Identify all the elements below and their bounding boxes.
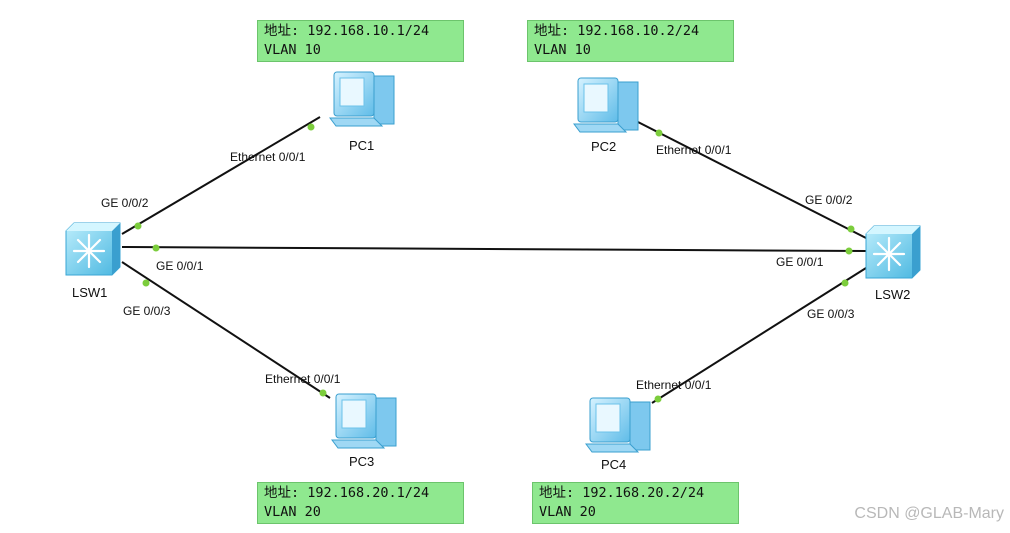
port-label-pc3-eth: Ethernet 0/0/1 [265,372,341,386]
note-vlan: VLAN 20 [264,504,321,520]
port-label-pc1-eth: Ethernet 0/0/1 [230,150,306,164]
pc4-address-note: 地址: 192.168.20.2/24 VLAN 20 [532,482,739,524]
switch-icon[interactable] [65,222,121,276]
link-pc4-lsw2 [651,267,867,404]
port-label-lsw2-ge002: GE 0/0/2 [805,193,853,207]
port-dot [654,395,662,403]
device-label-pc2: PC2 [591,139,616,154]
note-address: 地址: 192.168.20.2/24 [539,485,705,501]
note-address: 地址: 192.168.10.1/24 [264,23,430,39]
device-label-lsw2: LSW2 [875,287,910,302]
port-dot [847,225,855,233]
device-label-lsw1: LSW1 [72,285,107,300]
port-dot [841,279,849,287]
device-label-pc4: PC4 [601,457,626,472]
switch-icon[interactable] [865,225,921,279]
port-label-lsw2-ge003: GE 0/0/3 [807,307,855,321]
port-dots [134,123,855,403]
note-vlan: VLAN 10 [534,42,591,58]
note-vlan: VLAN 10 [264,42,321,58]
port-dot [655,129,663,137]
pc1-address-note: 地址: 192.168.10.1/24 VLAN 10 [257,20,464,62]
link-lsw1-pc1 [121,116,321,235]
note-address: 地址: 192.168.10.2/24 [534,23,700,39]
links [121,116,867,404]
link-pc2-lsw2 [635,120,867,239]
device-label-pc3: PC3 [349,454,374,469]
port-label-pc2-eth: Ethernet 0/0/1 [656,143,732,157]
port-dot [319,389,327,397]
pc-icon[interactable] [331,393,397,449]
pc-icon[interactable] [585,397,651,453]
pc2-address-note: 地址: 192.168.10.2/24 VLAN 10 [527,20,734,62]
pc-icon[interactable] [573,77,639,133]
device-label-pc1: PC1 [349,138,374,153]
link-lsw1-pc3 [121,261,331,399]
port-dot [134,222,142,230]
port-label-lsw1-ge001: GE 0/0/1 [156,259,204,273]
port-label-lsw2-ge001: GE 0/0/1 [776,255,824,269]
port-label-pc4-eth: Ethernet 0/0/1 [636,378,712,392]
pc3-address-note: 地址: 192.168.20.1/24 VLAN 20 [257,482,464,524]
port-dot [307,123,315,131]
port-label-lsw1-ge003: GE 0/0/3 [123,304,171,318]
link-lsw1-lsw2 [121,246,867,252]
note-address: 地址: 192.168.20.1/24 [264,485,430,501]
port-dot [142,279,150,287]
port-dot [845,247,853,255]
port-dot [152,244,160,252]
port-label-lsw1-ge002: GE 0/0/2 [101,196,149,210]
note-vlan: VLAN 20 [539,504,596,520]
watermark-text: CSDN @GLAB-Mary [854,505,1004,522]
pc-icon[interactable] [329,71,395,127]
